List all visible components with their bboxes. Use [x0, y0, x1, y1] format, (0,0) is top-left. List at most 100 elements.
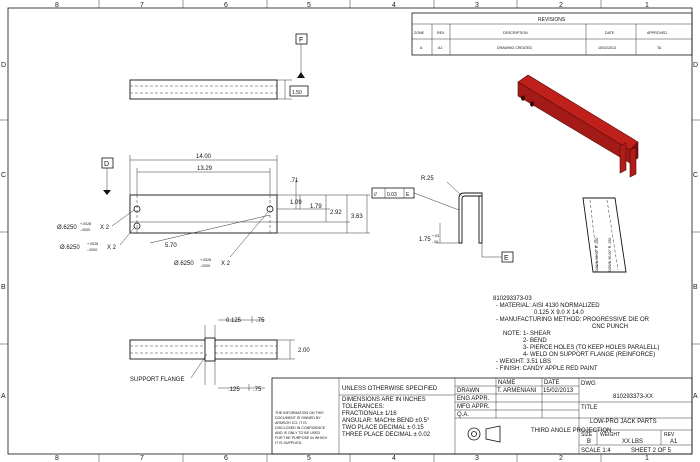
dim-200: 2.00: [298, 348, 310, 354]
tb-title-label: TITLE: [581, 405, 597, 411]
note-weight: - WEIGHT: 3.51 LBS: [496, 359, 551, 365]
note-material-size: 0.125 X 9.0 X 14.0: [534, 310, 584, 316]
zone-col: 1: [645, 455, 649, 462]
tb-rev-label: REV: [664, 432, 675, 438]
tb-proprietary-line: ARMSOH CO. IT IS: [275, 421, 307, 425]
top-view: F 1.50: [129, 33, 309, 100]
tb-proprietary-line: AND IS ONLY TO BE USED: [275, 431, 320, 435]
zone-row: C: [693, 172, 698, 179]
note-mfg-method: - MANUFACTURING METHOD: PROGRESSIVE DIE …: [496, 317, 650, 323]
note-finish: - FINISH: CANDY APPLE RED PAINT: [496, 366, 598, 372]
tb-mfg-appr: MFG APPR.: [457, 404, 490, 410]
tb-proprietary-line: THE INFORMATION ON THIS: [275, 411, 324, 415]
tb-proprietary-line: FOR THE PURPOSE IN WHICH: [275, 436, 327, 440]
hole-tol-plus: +.0028: [80, 222, 91, 226]
note-part-number: 810293373-03: [493, 296, 532, 302]
dim-0125: 0.125: [226, 318, 242, 324]
rev-cell-desc: DRAWING CREATED: [497, 46, 533, 50]
zone-col: 1: [645, 2, 649, 9]
rev-header-desc: DESCRIPTION: [503, 31, 528, 35]
note-weld: 4- WELD ON SUPPORT FLANGE (REINFORCE): [523, 352, 655, 358]
datum-f-triangle: [297, 72, 305, 78]
flat-pattern-view: DOWN 90.00° R .250 DOWN 90.00° R .250: [582, 197, 627, 273]
hole-tol-plus: +.0028: [87, 242, 98, 246]
tb-two-place: TWO PLACE DECIMAL ± 0.15: [342, 425, 424, 431]
zone-col: 8: [55, 455, 59, 462]
flange-tol-minus: -.00: [432, 240, 438, 244]
zone-row: D: [693, 62, 698, 69]
tb-size-label: SIZE: [581, 432, 593, 438]
zone-col: 3: [475, 2, 479, 9]
tb-sheet: SHEET 2 OF 5: [631, 448, 672, 454]
note-cnc-punch: CNC PUNCH: [592, 324, 628, 330]
hole-tol-minus: -.0000: [87, 248, 97, 252]
flange-tol-plus: +.03: [432, 234, 439, 238]
tb-proprietary-line: DISCLOSED IN CONFIDENCE: [275, 426, 326, 430]
zone-col: 8: [55, 2, 59, 9]
tb-three-place: THREE PLACE DECIMAL ± 0.02: [342, 432, 431, 438]
tb-proprietary-line: DOCUMENT IS OWNED BY: [275, 416, 321, 420]
tb-weight-label: WEIGHT: [600, 432, 620, 438]
zone-col: 7: [140, 2, 144, 9]
note-bend: 2- BEND: [523, 338, 547, 344]
zone-col: 6: [224, 2, 228, 9]
rev-header-approved: APPROVED: [647, 31, 667, 35]
dim-radius: R.25: [421, 176, 434, 182]
rev-cell-date: 15/02/2013: [598, 46, 616, 50]
revisions-title: REVISIONS: [538, 17, 566, 23]
zone-col: 5: [307, 455, 311, 462]
tb-dwg-label: DWG: [581, 381, 596, 387]
front-view: 14.00 13.29 D .71 1.09 1.79 2.92 3.63 5.…: [57, 154, 370, 268]
zone-col: 7: [140, 455, 144, 462]
dim-109: 1.09: [290, 200, 302, 206]
zone-col: 3: [475, 455, 479, 462]
dim-075a: .75: [256, 318, 265, 324]
dim-overall-length: 14.00: [196, 154, 212, 160]
zone-col: 5: [307, 2, 311, 9]
zone-row: B: [693, 284, 698, 291]
iso-part-view: [517, 74, 639, 178]
zone-row: C: [1, 172, 6, 179]
dim-0125b: .125: [228, 387, 240, 393]
rev-header-zone: ZONE: [414, 31, 425, 35]
dim-292: 2.92: [330, 210, 342, 216]
tb-qa: Q.A.: [457, 412, 469, 418]
zone-labels-right: D C B A: [693, 62, 698, 400]
tb-rev: A1: [670, 439, 678, 445]
rev-cell-approved: TA: [657, 46, 662, 50]
tb-title: LOW-PRO JACK PARTS: [590, 419, 657, 425]
dim-075b: .75: [253, 387, 262, 393]
tb-date-header: DATE: [544, 380, 560, 386]
tb-name-header: NAME: [498, 380, 515, 386]
tb-angular: ANGULAR: MACH± BEND ±0.5°: [342, 418, 430, 424]
hole-times-two: X 2: [100, 225, 110, 231]
tb-eng-appr: ENG APPR.: [457, 396, 490, 402]
tb-projection-1: THIRD ANGLE PROJECTION: [531, 428, 611, 434]
support-flange-label: SUPPORT FLANGE: [130, 377, 184, 383]
zone-labels-bottom: 8 7 6 5 4 3 2 1: [55, 455, 649, 462]
tb-unless: UNLESS OTHERWISE SPECIFIED: [342, 386, 438, 392]
hole-callout-bot-left: Ø.6250: [60, 245, 80, 251]
tb-dims-inches: DIMENSIONS ARE IN INCHES: [342, 397, 426, 403]
zone-row: A: [693, 393, 698, 400]
flatness-symbol: //: [374, 192, 377, 198]
zone-col: 2: [559, 2, 563, 9]
datum-f-label: F: [299, 37, 303, 44]
notes-block: 810293373-03 - MATERIAL: AISI 4130 NORMA…: [493, 296, 659, 372]
bend-note-2: DOWN 90.00° R .250: [608, 238, 612, 272]
tb-weight: XX LBS: [622, 439, 643, 445]
zone-row: B: [1, 284, 6, 291]
rev-header-rev: REV.: [437, 31, 445, 35]
datum-d-label: D: [104, 161, 109, 168]
title-block: UNLESS OTHERWISE SPECIFIED DIMENSIONS AR…: [271, 377, 693, 455]
dim-363: 3.63: [351, 214, 363, 220]
datum-d-triangle: [103, 190, 111, 195]
zone-col: 4: [392, 2, 396, 9]
tb-size: B: [587, 439, 591, 445]
dim-570: 5.70: [165, 243, 177, 249]
bend-note-1: DOWN 90.00° R .250: [595, 238, 599, 272]
dim-071: .71: [290, 178, 299, 184]
hole-callout-center: Ø.6250: [174, 261, 194, 267]
